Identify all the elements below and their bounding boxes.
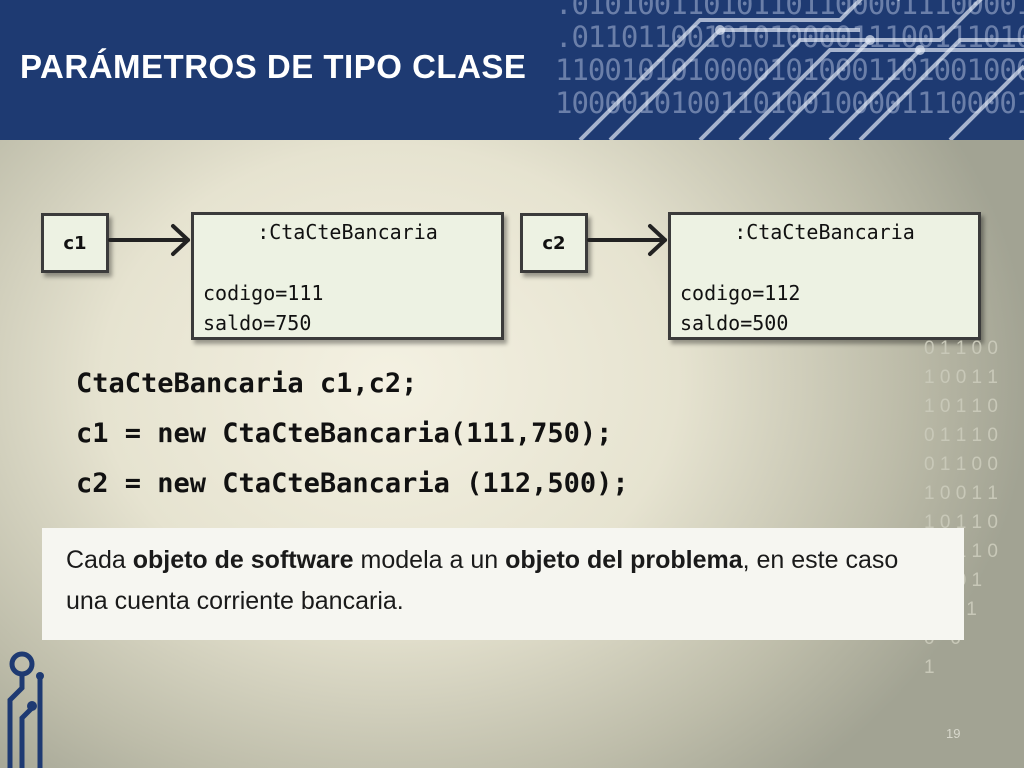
object-2-codigo: codigo=112: [680, 281, 801, 305]
code-line-c2-new: c2 = new CtaCteBancaria (112,500);: [76, 468, 629, 499]
reference-c1-label: c1: [63, 232, 87, 254]
header-binary-decoration: .01010011010110110000111000011 .01101100…: [555, 0, 1024, 120]
object-1-saldo: saldo=750: [203, 311, 312, 335]
code-line-c1-new: c1 = new CtaCteBancaria(111,750);: [76, 418, 613, 449]
callout-bold-problem-object: objeto del problema: [505, 546, 743, 574]
reference-c2-label: c2: [542, 232, 566, 254]
object-2-saldo: saldo=500: [680, 311, 789, 335]
object-box-1: :CtaCteBancaria codigo=111 saldo=750: [191, 212, 504, 340]
reference-c2-box: c2: [520, 213, 588, 273]
callout-text-3: , en este caso una cuenta corriente banc…: [66, 546, 899, 615]
circuit-logo: [7, 651, 44, 768]
slide-title: PARÁMETROS DE TIPO CLASE: [20, 48, 527, 85]
object-1-codigo: codigo=111: [203, 281, 324, 305]
circuit-lines-decoration: [578, 0, 1024, 140]
callout-text-1: Cada: [66, 546, 133, 574]
reference-c1-box: c1: [41, 213, 109, 273]
header-banner: .01010011010110110000111000011 .01101100…: [0, 0, 1024, 140]
callout-bold-software-object: objeto de software: [132, 546, 354, 574]
callout-text-2: modela a un: [353, 546, 506, 574]
explanation-callout: Cada objeto de software modela a un obje…: [42, 528, 964, 640]
page-number: 19: [946, 726, 961, 741]
side-binary-decoration: 0 1 1 0 0 1 0 0 1 1 1 0 1 1 0 0 1 1 1 0 …: [924, 338, 998, 678]
object-box-2: :CtaCteBancaria codigo=112 saldo=500: [668, 212, 981, 340]
code-line-declaration: CtaCteBancaria c1,c2;: [76, 368, 418, 399]
object-2-class-label: :CtaCteBancaria: [734, 220, 915, 244]
object-1-class-label: :CtaCteBancaria: [257, 220, 438, 244]
